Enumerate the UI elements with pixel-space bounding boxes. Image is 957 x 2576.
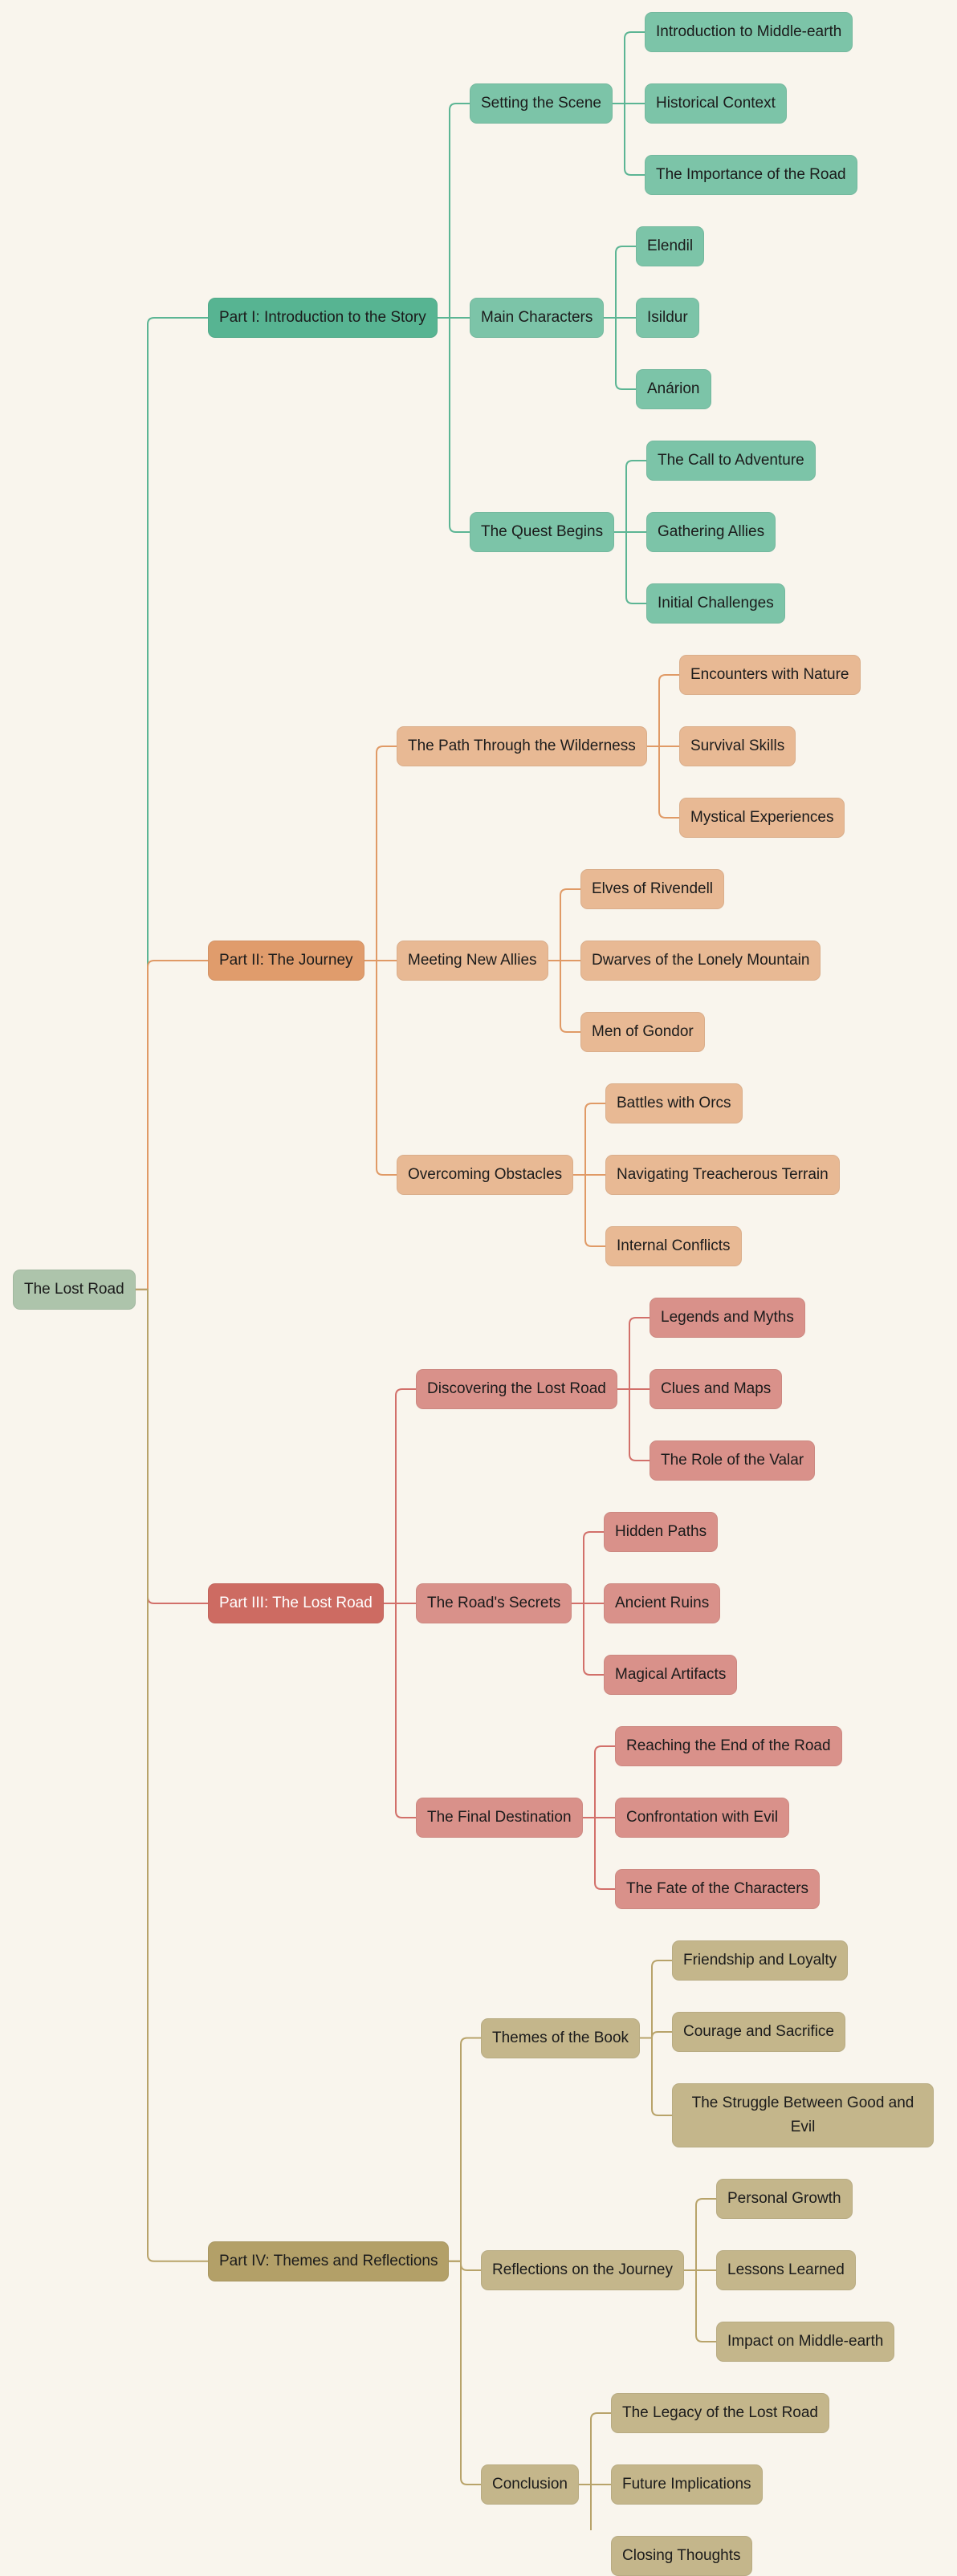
- connector-line: [583, 1745, 615, 1818]
- topic-node-elves-of-rivendell[interactable]: Elves of Rivendell: [580, 869, 725, 909]
- part-node-part-ii-the-journey[interactable]: Part II: The Journey: [208, 941, 364, 981]
- section-node-conclusion[interactable]: Conclusion: [481, 2464, 579, 2505]
- topic-node-battles-with-orcs[interactable]: Battles with Orcs: [605, 1083, 743, 1123]
- topic-node-mystical-experiences[interactable]: Mystical Experiences: [679, 798, 845, 838]
- topic-node-gathering-allies[interactable]: Gathering Allies: [646, 512, 776, 552]
- topic-node-courage-and-sacrifice[interactable]: Courage and Sacrifice: [672, 2012, 845, 2052]
- connector-line: [647, 746, 679, 819]
- topic-node-impact-on-middle-earth[interactable]: Impact on Middle-earth: [716, 2322, 895, 2362]
- topic-node-introduction-to-middle-earth[interactable]: Introduction to Middle-earth: [645, 12, 853, 52]
- topic-node-hidden-paths[interactable]: Hidden Paths: [604, 1512, 719, 1552]
- connector-line: [579, 2412, 611, 2485]
- connector-line: [604, 317, 636, 390]
- connector-line: [548, 888, 580, 961]
- topic-node-men-of-gondor[interactable]: Men of Gondor: [580, 1012, 705, 1052]
- topic-node-friendship-and-loyalty[interactable]: Friendship and Loyalty: [672, 1940, 849, 1981]
- connector-line: [384, 1603, 416, 1818]
- topic-node-the-fate-of-the-characters[interactable]: The Fate of the Characters: [615, 1869, 821, 1909]
- topic-node-the-call-to-adventure[interactable]: The Call to Adventure: [646, 441, 816, 481]
- part-node-part-i-introduction-to-the-story[interactable]: Part I: Introduction to the Story: [208, 298, 438, 338]
- topic-node-the-importance-of-the-road[interactable]: The Importance of the Road: [645, 155, 857, 195]
- connector-line: [449, 2260, 481, 2485]
- topic-node-the-struggle-between-good-and-evil[interactable]: The Struggle Between Good and Evil: [672, 2083, 934, 2147]
- topic-node-legends-and-myths[interactable]: Legends and Myths: [650, 1298, 805, 1338]
- connector-line: [640, 2031, 672, 2039]
- section-node-the-quest-begins[interactable]: The Quest Begins: [470, 512, 615, 552]
- section-node-the-final-destination[interactable]: The Final Destination: [416, 1798, 583, 1838]
- connector-line: [604, 246, 636, 319]
- topic-node-isildur[interactable]: Isildur: [636, 298, 699, 338]
- connector-line: [136, 1288, 208, 2262]
- topic-node-future-implications[interactable]: Future Implications: [611, 2464, 763, 2505]
- connector-line: [613, 103, 645, 176]
- topic-node-magical-artifacts[interactable]: Magical Artifacts: [604, 1655, 738, 1695]
- connector-line: [449, 2260, 481, 2271]
- section-node-themes-of-the-book[interactable]: Themes of the Book: [481, 2017, 641, 2058]
- section-node-meeting-new-allies[interactable]: Meeting New Allies: [397, 941, 548, 981]
- root-node[interactable]: The Lost Road: [13, 1269, 136, 1310]
- part-node-part-iii-the-lost-road[interactable]: Part III: The Lost Road: [208, 1583, 384, 1623]
- connector-line: [572, 1603, 604, 1676]
- topic-node-encounters-with-nature[interactable]: Encounters with Nature: [679, 655, 861, 695]
- section-node-discovering-the-lost-road[interactable]: Discovering the Lost Road: [416, 1369, 617, 1409]
- section-node-the-road-s-secrets[interactable]: The Road's Secrets: [416, 1583, 572, 1623]
- topic-node-historical-context[interactable]: Historical Context: [645, 83, 787, 124]
- topic-node-initial-challenges[interactable]: Initial Challenges: [646, 583, 785, 624]
- topic-node-personal-growth[interactable]: Personal Growth: [716, 2179, 853, 2219]
- connector-line: [384, 1388, 416, 1604]
- topic-node-navigating-treacherous-terrain[interactable]: Navigating Treacherous Terrain: [605, 1155, 840, 1195]
- connector-line: [614, 531, 646, 604]
- connector-line: [640, 1960, 672, 2039]
- section-node-the-path-through-the-wilderness[interactable]: The Path Through the Wilderness: [397, 726, 647, 766]
- connector-line: [583, 1817, 615, 1890]
- connector-line: [572, 1531, 604, 1604]
- topic-node-internal-conflicts[interactable]: Internal Conflicts: [605, 1226, 742, 1266]
- topic-node-the-role-of-the-valar[interactable]: The Role of the Valar: [650, 1440, 816, 1481]
- connector-line: [647, 674, 679, 747]
- topic-node-dwarves-of-the-lonely-mountain[interactable]: Dwarves of the Lonely Mountain: [580, 941, 821, 981]
- section-node-setting-the-scene[interactable]: Setting the Scene: [470, 83, 613, 124]
- connector-line: [573, 1174, 605, 1247]
- topic-node-closing-thoughts[interactable]: Closing Thoughts: [611, 2536, 752, 2576]
- connector-line: [364, 960, 397, 1176]
- connector-line: [136, 960, 208, 1290]
- connector-line: [449, 2037, 481, 2262]
- connector-line: [136, 317, 208, 1290]
- part-node-part-iv-themes-and-reflections[interactable]: Part IV: Themes and Reflections: [208, 2241, 450, 2281]
- section-node-main-characters[interactable]: Main Characters: [470, 298, 605, 338]
- connector-line: [438, 317, 470, 533]
- section-node-reflections-on-the-journey[interactable]: Reflections on the Journey: [481, 2250, 684, 2290]
- connector-line: [364, 746, 397, 961]
- topic-node-the-legacy-of-the-lost-road[interactable]: The Legacy of the Lost Road: [611, 2393, 829, 2433]
- connector-line: [573, 1103, 605, 1176]
- connector-line: [614, 460, 646, 533]
- section-node-overcoming-obstacles[interactable]: Overcoming Obstacles: [397, 1155, 574, 1195]
- connector-line: [684, 2198, 716, 2271]
- topic-node-survival-skills[interactable]: Survival Skills: [679, 726, 796, 766]
- connector-line: [684, 2269, 716, 2342]
- connector-line: [579, 2484, 592, 2530]
- connector-line: [548, 960, 580, 1033]
- topic-node-reaching-the-end-of-the-road[interactable]: Reaching the End of the Road: [615, 1726, 842, 1766]
- connector-line: [640, 2037, 672, 2116]
- topic-node-lessons-learned[interactable]: Lessons Learned: [716, 2250, 856, 2290]
- connector-line: [617, 1317, 650, 1390]
- topic-node-elendil[interactable]: Elendil: [636, 226, 705, 266]
- connector-line: [617, 1388, 650, 1461]
- topic-node-an-rion[interactable]: Anárion: [636, 369, 711, 409]
- connector-line: [613, 31, 645, 104]
- connector-line: [136, 1288, 208, 1604]
- topic-node-clues-and-maps[interactable]: Clues and Maps: [650, 1369, 783, 1409]
- connector-line: [438, 103, 470, 319]
- topic-node-ancient-ruins[interactable]: Ancient Ruins: [604, 1583, 721, 1623]
- topic-node-confrontation-with-evil[interactable]: Confrontation with Evil: [615, 1798, 790, 1838]
